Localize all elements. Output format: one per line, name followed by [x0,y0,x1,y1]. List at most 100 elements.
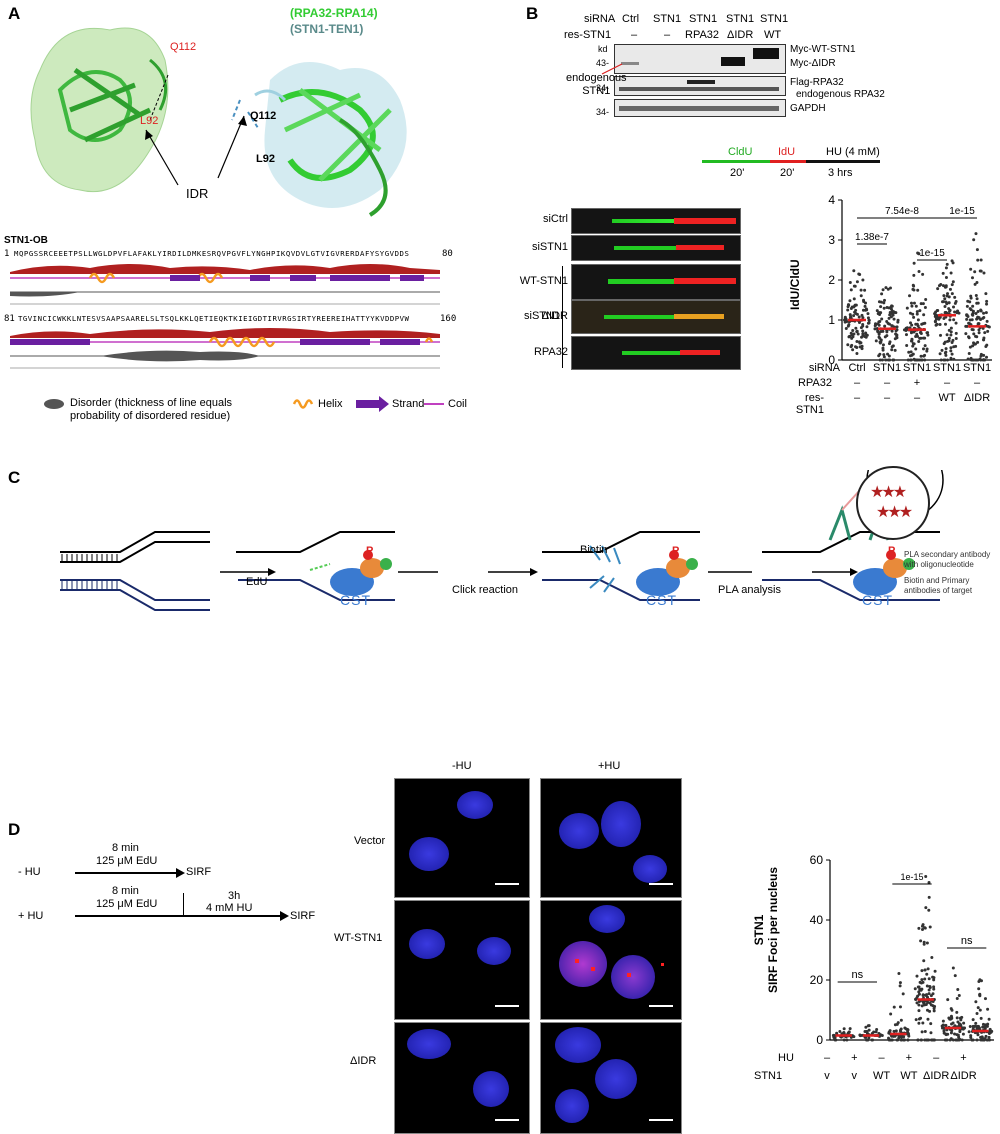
data-point [974,293,978,297]
data-point [878,336,882,340]
data-point [981,1022,985,1026]
data-point [932,1009,936,1013]
data-point [922,354,926,358]
data-point [977,316,981,320]
data-point [859,288,863,292]
data-point [953,310,957,314]
seq2-annotation [10,328,440,369]
data-point [945,262,949,266]
legend-stn1: (STN1-TEN1) [290,22,364,36]
data-point [860,335,864,339]
data-point [926,967,930,971]
data-point [931,975,935,979]
data-point [921,302,925,306]
data-point [982,1025,986,1029]
data-point [897,1036,901,1040]
data-point [882,306,886,310]
data-point [863,288,867,292]
data-point [917,1009,921,1013]
data-point [848,313,852,317]
data-point [919,988,923,992]
chartb-cell: – [883,377,891,389]
chartd-cell: + [851,1052,858,1064]
data-point [905,326,909,330]
label-endo-stn1: endogenous STN1 [566,72,627,97]
data-point [895,1038,899,1042]
data-point [897,971,901,975]
data-point [949,349,953,353]
data-point [958,1030,962,1034]
data-point [913,987,917,991]
data-point [920,1004,924,1008]
data-point [937,317,941,321]
data-point [920,1030,924,1034]
data-point [985,1038,989,1042]
significance-label: 1e-15 [949,206,975,217]
lane5-sirna: STN1 [760,13,789,25]
data-point [945,358,949,362]
data-point [917,1021,921,1025]
data-point [912,315,916,319]
data-point [976,301,980,305]
data-point [975,1011,979,1015]
data-point [987,1035,991,1039]
data-point [912,301,916,305]
data-point [865,325,869,329]
data-point [985,355,989,359]
data-point [979,1016,983,1020]
y-tick-label: 20 [810,973,824,987]
p-label-3: P [888,545,896,557]
data-point [867,1024,871,1028]
proto-minus-hu: - HU [18,866,41,878]
chartd-cell: ΔIDR [950,1070,977,1082]
marker-34a: 34- [596,83,610,93]
data-point [925,331,929,335]
data-point [922,347,926,351]
data-point [929,1003,933,1007]
blot-row-res: res-STN1 [564,29,612,41]
data-point [909,358,913,362]
data-point [916,288,920,292]
micro-vector-plus [540,778,682,898]
data-point [914,347,918,351]
data-point [877,354,881,358]
data-point [988,1038,992,1042]
data-point [890,304,894,308]
data-point [927,992,931,996]
data-point [973,282,977,286]
data-point [954,344,958,348]
data-point [979,308,983,312]
data-point [844,326,848,330]
data-point [872,1030,876,1034]
data-point [890,348,894,352]
data-point [848,281,852,285]
data-point [873,324,877,328]
row-vector: Vector [354,835,386,847]
data-point [906,1029,910,1033]
data-point [916,334,920,338]
data-point [971,1018,975,1022]
chartb-cell: – [943,377,951,389]
panel-b-label: B [526,4,539,23]
data-point [954,300,958,304]
lane3-sirna: STN1 [689,13,718,25]
panel-c-label: C [8,468,21,487]
data-point [929,1031,933,1035]
data-point [884,358,888,362]
p-label-1: P [366,545,374,557]
data-point [859,341,863,345]
fiber-sictrl [571,208,741,234]
seq2-end: 160 [440,314,457,324]
data-point [971,344,975,348]
data-point [942,294,946,298]
data-point [939,333,943,337]
data-point [935,322,939,326]
data-point [908,311,912,315]
data-point [924,297,928,301]
step-pla: PLA analysis [718,584,781,596]
data-point [950,259,954,263]
data-point [919,939,923,943]
data-point [933,320,937,324]
y-tick-label: 0 [816,1033,823,1047]
helix-1 [88,272,116,284]
